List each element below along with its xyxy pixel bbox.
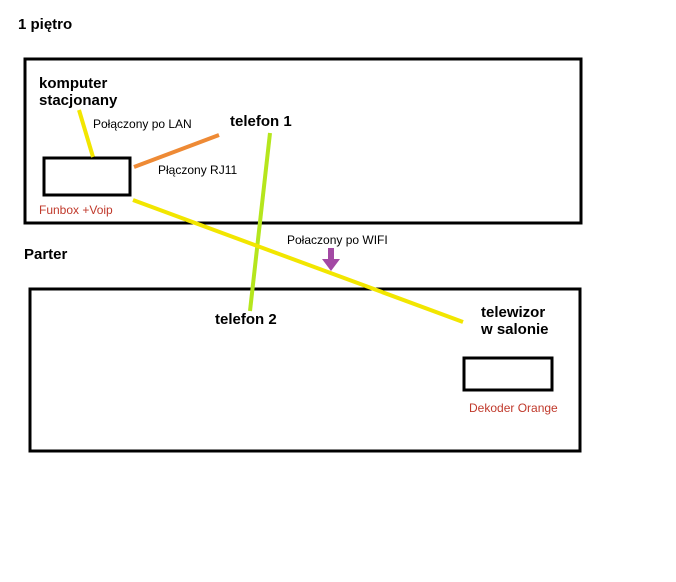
wifi-line bbox=[132, 198, 464, 324]
lan-line bbox=[77, 109, 95, 158]
funbox-device bbox=[42, 156, 132, 197]
decoder-device bbox=[462, 356, 554, 392]
ground-floor-label: Parter bbox=[24, 246, 68, 263]
upper-floor-box bbox=[23, 57, 583, 225]
funbox-label: Funbox +Voip bbox=[39, 203, 113, 217]
computer-label-line2: stacjonany bbox=[39, 92, 118, 110]
upper-floor-label: 1 piętro bbox=[18, 16, 73, 33]
phone1-label: telefon 1 bbox=[230, 113, 292, 130]
phone2-label: telefon 2 bbox=[215, 311, 277, 328]
phone-line bbox=[248, 132, 272, 312]
rj11-line bbox=[133, 133, 220, 169]
wifi-connection-label: Połaczony po WIFI bbox=[287, 233, 388, 247]
rj11-connection-label: Płączony RJ11 bbox=[158, 163, 238, 177]
lan-connection-label: Połączony po LAN bbox=[93, 117, 192, 131]
tv-label: telewizor w salonie bbox=[481, 304, 549, 339]
wifi-arrow-icon bbox=[322, 248, 340, 271]
tv-label-line2: w salonie bbox=[481, 321, 549, 339]
decoder-label: Dekoder Orange bbox=[469, 401, 558, 415]
tv-label-line1: telewizor bbox=[481, 304, 546, 321]
computer-label-line1: komputer bbox=[39, 75, 108, 92]
ground-floor-box bbox=[28, 287, 582, 453]
computer-label: komputer stacjonany bbox=[39, 75, 117, 110]
